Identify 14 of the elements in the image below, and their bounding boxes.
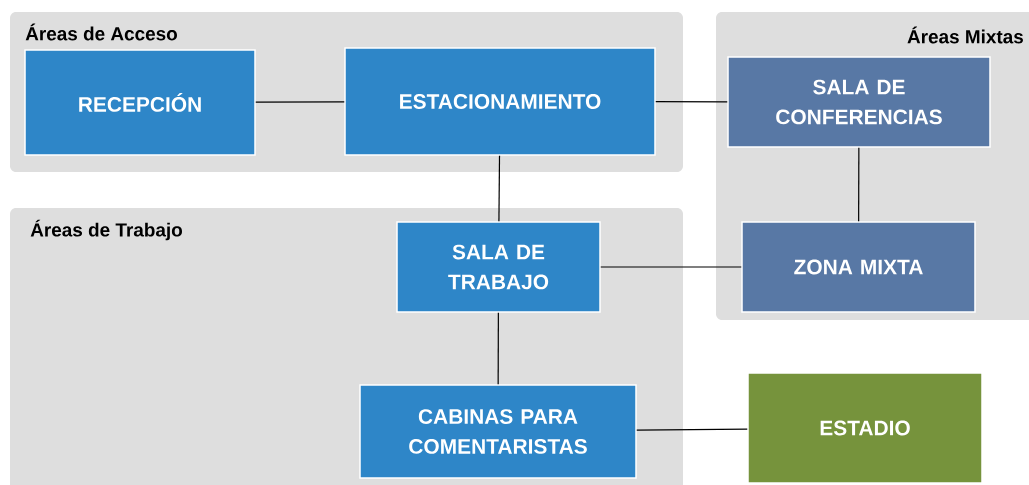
connector-line [255,101,345,103]
area-box: CABINAS PARA COMENTARISTAS [359,384,637,479]
connector-line [636,428,748,431]
area-box: ZONA MIXTA [741,221,976,313]
connector-line [655,101,728,103]
area-box: ESTADIO [747,372,983,484]
area-box: RECEPCIÓN [24,49,256,156]
connector-line [600,266,742,268]
area-box: SALA DE TRABAJO [396,221,601,313]
area-box: ESTACIONAMIENTO [344,47,656,156]
connector-line [497,312,499,385]
connector-line [498,155,501,222]
connector-line [858,147,860,222]
area-box: SALA DE CONFERENCIAS [727,56,991,148]
